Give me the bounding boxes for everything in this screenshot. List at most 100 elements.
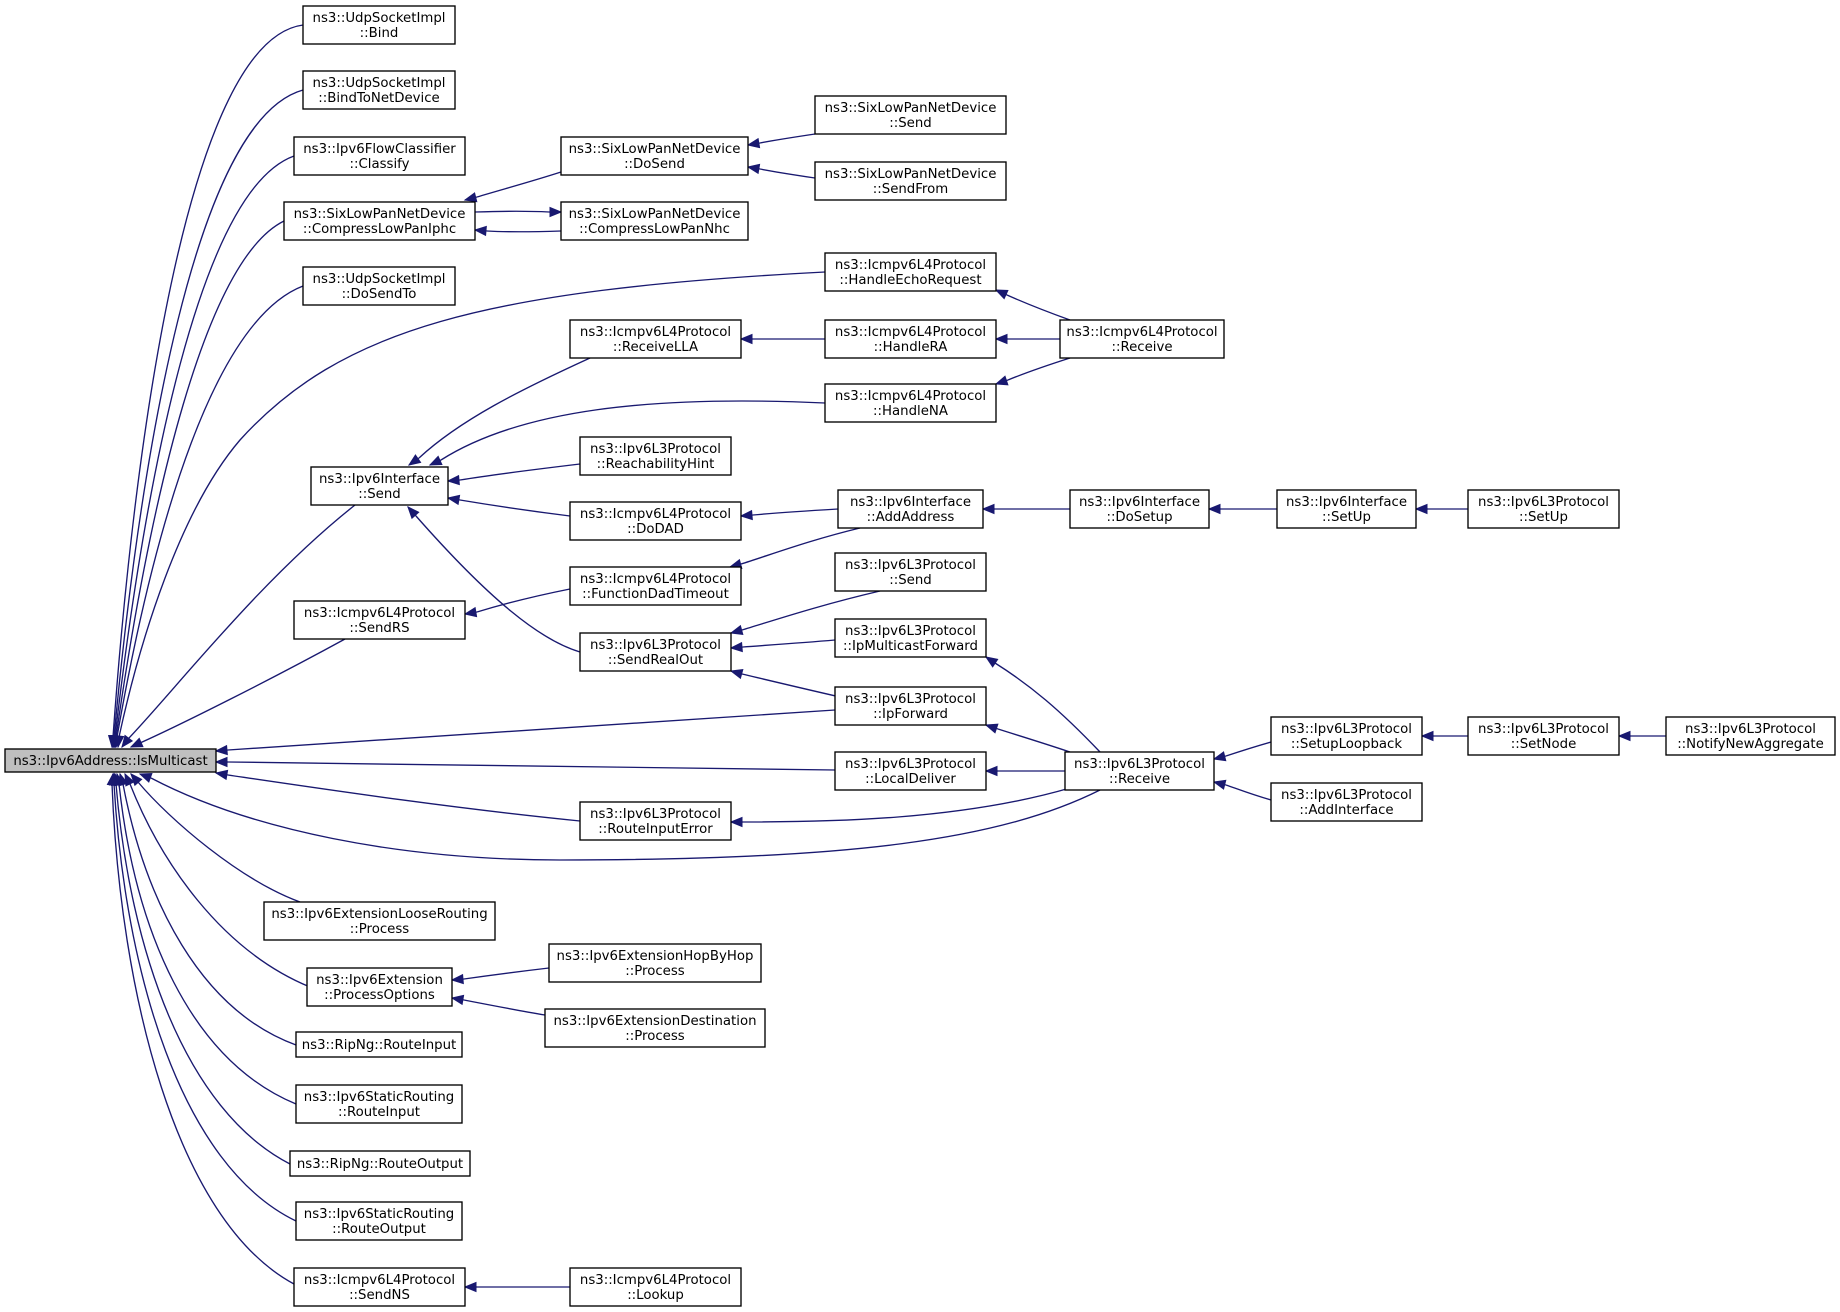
node-sixlow-sendfrom[interactable]: ns3::SixLowPanNetDevice::SendFrom [814,161,1007,201]
node-l3-receive[interactable]: ns3::Ipv6L3Protocol::Receive [1064,751,1215,791]
node-box[interactable] [302,70,456,110]
node-handlena[interactable]: ns3::Icmpv6L4Protocol::HandleNA [824,383,997,423]
node-box[interactable] [263,901,496,941]
node-box[interactable] [295,1201,463,1241]
node-box[interactable] [1270,716,1423,756]
node-ripng-routeinput[interactable]: ns3::RipNg::RouteInput [295,1031,463,1058]
node-box[interactable] [1276,489,1417,529]
node-box[interactable] [814,161,1007,201]
node-box[interactable] [579,632,732,672]
node-l3-setup[interactable]: ns3::Ipv6L3Protocol::SetUp [1467,489,1620,529]
node-box[interactable] [1059,319,1225,359]
node-box[interactable] [834,618,987,658]
node-box[interactable] [289,1150,471,1177]
node-bind[interactable]: ns3::UdpSocketImpl::Bind [302,5,456,45]
node-setuploopback[interactable]: ns3::Ipv6L3Protocol::SetupLoopback [1270,716,1423,756]
node-routeinputerror[interactable]: ns3::Ipv6L3Protocol::RouteInputError [579,801,732,841]
node-localdeliver[interactable]: ns3::Ipv6L3Protocol::LocalDeliver [834,751,987,791]
node-reachability[interactable]: ns3::Ipv6L3Protocol::ReachabilityHint [579,436,732,476]
node-box[interactable] [569,319,742,359]
node-sixlow-send[interactable]: ns3::SixLowPanNetDevice::Send [814,95,1007,135]
node-box[interactable] [283,201,476,241]
node-sendrs[interactable]: ns3::Icmpv6L4Protocol::SendRS [293,600,466,640]
arrowhead-icon [138,773,153,783]
node-addaddress[interactable]: ns3::Ipv6Interface::AddAddress [837,489,984,529]
node-box[interactable] [1064,751,1215,791]
node-box[interactable] [837,489,984,529]
node-handlera[interactable]: ns3::Icmpv6L4Protocol::HandleRA [824,319,997,359]
edge-addinterface-to-l3_receive [1212,779,1272,801]
node-static-routeinput[interactable]: ns3::Ipv6StaticRouting::RouteInput [295,1084,463,1124]
node-box[interactable] [306,967,453,1007]
node-box[interactable] [569,566,742,606]
node-box[interactable] [293,1267,466,1307]
edge-addaddress-to-dodad [739,508,839,521]
node-dosendto[interactable]: ns3::UdpSocketImpl::DoSendTo [302,266,456,306]
node-addinterface[interactable]: ns3::Ipv6L3Protocol::AddInterface [1270,782,1423,822]
node-static-routeoutput[interactable]: ns3::Ipv6StaticRouting::RouteOutput [295,1201,463,1241]
arrowhead-icon [407,454,422,466]
node-box[interactable] [544,1008,766,1048]
node-handleecho[interactable]: ns3::Icmpv6L4Protocol::HandleEchoRequest [824,252,997,292]
node-label: ns3::Ipv6Interface [1079,495,1200,510]
edge-line [115,783,291,1165]
node-hopbyhop[interactable]: ns3::Ipv6ExtensionHopByHop::Process [548,943,762,983]
node-box[interactable] [834,751,987,791]
node-box[interactable] [4,748,217,773]
node-extloose[interactable]: ns3::Ipv6ExtensionLooseRouting::Process [263,901,496,941]
node-compress-iphc[interactable]: ns3::SixLowPanNetDevice::CompressLowPanI… [283,201,476,241]
node-box[interactable] [569,1267,742,1307]
node-sendrealout[interactable]: ns3::Ipv6L3Protocol::SendRealOut [579,632,732,672]
node-box[interactable] [824,252,997,292]
node-box[interactable] [302,5,456,45]
node-lookup[interactable]: ns3::Icmpv6L4Protocol::Lookup [569,1267,742,1307]
node-box[interactable] [834,686,987,726]
node-ipmcfwd[interactable]: ns3::Ipv6L3Protocol::IpMulticastForward [834,618,987,658]
node-dosetup[interactable]: ns3::Ipv6Interface::DoSetup [1069,489,1210,529]
node-box[interactable] [310,466,449,506]
node-box[interactable] [560,136,749,176]
node-label: ::AddInterface [1299,803,1393,818]
node-l3-send[interactable]: ns3::Ipv6L3Protocol::Send [834,552,987,592]
node-receivella[interactable]: ns3::Icmpv6L4Protocol::ReceiveLLA [569,319,742,359]
node-icmp-receive[interactable]: ns3::Icmpv6L4Protocol::Receive [1059,319,1225,359]
node-ipv6if-send[interactable]: ns3::Ipv6Interface::Send [310,466,449,506]
node-dodad[interactable]: ns3::Icmpv6L4Protocol::DoDAD [569,501,742,541]
node-sendns[interactable]: ns3::Icmpv6L4Protocol::SendNS [293,1267,466,1307]
node-box[interactable] [293,600,466,640]
node-box[interactable] [814,95,1007,135]
node-if-setup[interactable]: ns3::Ipv6Interface::SetUp [1276,489,1417,529]
node-box[interactable] [569,501,742,541]
node-notifynewagg[interactable]: ns3::Ipv6L3Protocol::NotifyNewAggregate [1665,716,1836,756]
node-compress-nhc[interactable]: ns3::SixLowPanNetDevice::CompressLowPanN… [560,201,749,241]
node-dosend[interactable]: ns3::SixLowPanNetDevice::DoSend [560,136,749,176]
node-box[interactable] [295,1084,463,1124]
node-box[interactable] [548,943,762,983]
node-ismulticast[interactable]: ns3::Ipv6Address::IsMulticast [4,748,217,773]
node-box[interactable] [560,201,749,241]
node-classify[interactable]: ns3::Ipv6FlowClassifier::Classify [293,136,466,176]
node-box[interactable] [1069,489,1210,529]
node-box[interactable] [824,319,997,359]
node-label: ns3::Ipv6L3Protocol [845,558,976,573]
node-funcdad[interactable]: ns3::Icmpv6L4Protocol::FunctionDadTimeou… [569,566,742,606]
node-box[interactable] [1665,716,1836,756]
node-bindtonet[interactable]: ns3::UdpSocketImpl::BindToNetDevice [302,70,456,110]
node-box[interactable] [1467,716,1620,756]
node-ripng-routeoutput[interactable]: ns3::RipNg::RouteOutput [289,1150,471,1177]
node-box[interactable] [295,1031,463,1058]
node-box[interactable] [579,801,732,841]
node-box[interactable] [1270,782,1423,822]
node-ipforward[interactable]: ns3::Ipv6L3Protocol::IpForward [834,686,987,726]
node-label: ::ProcessOptions [324,988,435,1003]
node-box[interactable] [834,552,987,592]
node-box[interactable] [302,266,456,306]
node-box[interactable] [579,436,732,476]
node-box[interactable] [824,383,997,423]
node-label: ns3::Ipv6Interface [850,495,971,510]
node-destination[interactable]: ns3::Ipv6ExtensionDestination::Process [544,1008,766,1048]
node-box[interactable] [1467,489,1620,529]
node-setnode[interactable]: ns3::Ipv6L3Protocol::SetNode [1467,716,1620,756]
node-processoptions[interactable]: ns3::Ipv6Extension::ProcessOptions [306,967,453,1007]
node-box[interactable] [293,136,466,176]
